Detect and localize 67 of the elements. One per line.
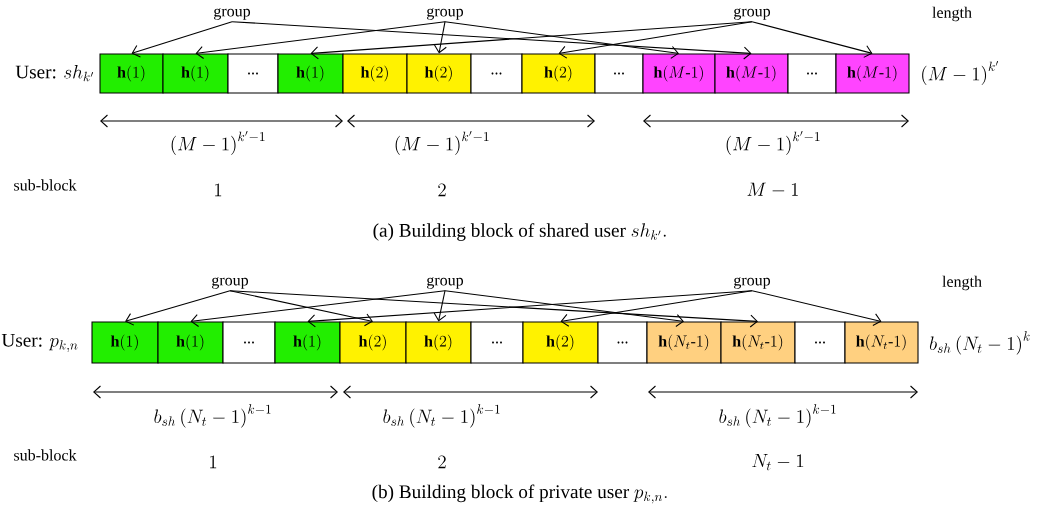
column-heading: length xyxy=(942,275,982,291)
block-cell: ... xyxy=(227,53,279,94)
block-cell: ... xyxy=(794,321,846,364)
block-cell: $\mathbf{h}(N_t\mbox{-}1)$ xyxy=(646,321,722,364)
arrow xyxy=(560,290,753,327)
sub-block-number: $M-1$ xyxy=(747,182,798,196)
block-cell: $\mathbf{h}(M\mbox{-}1)$ xyxy=(835,53,910,94)
sub-block-number: $1$ xyxy=(215,183,222,197)
arrow xyxy=(444,290,684,327)
group-label: group xyxy=(212,277,249,289)
group-label: group xyxy=(214,8,251,20)
block-cell: $\mathbf{h}(N_t\mbox{-}1)$ xyxy=(720,321,796,364)
arrow xyxy=(229,290,373,327)
arrow xyxy=(433,21,447,54)
user-label: $\mbox{User: }p_{k,n}$ xyxy=(1,333,78,352)
block-cell: $\mathbf{h}(2)$ xyxy=(521,53,596,94)
arrow xyxy=(190,290,446,328)
dimension-label: $\left(M-1\right)^{k'-1}$ xyxy=(726,130,820,156)
block-cell: ... xyxy=(594,53,644,94)
arrow xyxy=(751,21,873,58)
arrow xyxy=(195,21,446,59)
block-cell: ... xyxy=(597,321,648,364)
group-label: group xyxy=(734,277,771,289)
block-cell: $\mathbf{h}(M\mbox{-}1)$ xyxy=(642,53,716,94)
block-cell: $\mathbf{h}(2)$ xyxy=(405,321,472,364)
sub-block-number: $2$ xyxy=(438,455,446,469)
arrow xyxy=(558,21,753,59)
block-cell: $\mathbf{h}(2)$ xyxy=(522,321,599,364)
arrow xyxy=(433,290,447,322)
dimension-label: $b_{sh}\left(N_t-1\right)^{k-1}$ xyxy=(719,404,836,428)
block-cell: $\mathbf{h}(1)$ xyxy=(274,321,341,364)
dimension-label: $\left(M-1\right)^{k'-1}$ xyxy=(171,130,265,156)
arrow xyxy=(231,21,752,60)
block-cell: $\mathbf{h}(1)$ xyxy=(162,53,229,94)
sub-block-number: $N_t-1$ xyxy=(752,454,804,471)
group-label: group xyxy=(427,277,464,289)
length-formula: $\left(M-1\right)^{k'}$ xyxy=(922,60,999,86)
block-cell: $\mathbf{h}(N_t\mbox{-}1)$ xyxy=(844,321,919,364)
block-cell: $\mathbf{h}(2)$ xyxy=(406,53,472,94)
block-cell: $\mathbf{h}(1)$ xyxy=(99,53,164,94)
block-cell: $\mathbf{h}(2)$ xyxy=(342,53,408,94)
block-cell: ... xyxy=(470,53,523,94)
block-cell: ... xyxy=(470,321,524,364)
arrow xyxy=(229,290,758,328)
block-cell: $\mathbf{h}(M\mbox{-}1)$ xyxy=(714,53,789,94)
dimension-label: $b_{sh}\left(N_t-1\right)^{k-1}$ xyxy=(154,404,271,428)
row-heading: sub-block xyxy=(14,179,77,191)
caption: $\mbox{(b) Building block of private user }p_{k,n}.$ xyxy=(372,484,667,504)
sub-block-number: $1$ xyxy=(210,455,217,469)
dimension-label: $\left(M-1\right)^{k'-1}$ xyxy=(395,130,489,156)
block-cell: $\mathbf{h}(2)$ xyxy=(339,321,407,364)
block-cell: $\mathbf{h}(1)$ xyxy=(91,321,159,364)
row-heading: sub-block xyxy=(14,449,77,461)
arrow xyxy=(751,290,882,327)
dimension-label: $b_{sh}\left(N_t-1\right)^{k-1}$ xyxy=(383,404,500,428)
block-cell: $\mathbf{h}(1)$ xyxy=(277,53,344,94)
group-label: group xyxy=(427,8,464,20)
block-cell: ... xyxy=(787,53,837,94)
arrow xyxy=(444,21,679,59)
column-heading: length xyxy=(932,6,972,22)
block-cell: ... xyxy=(222,321,276,364)
caption: $\mbox{(a) Building block of shared user }sh_{k'}.$ xyxy=(373,223,666,241)
arrow xyxy=(125,290,231,326)
block-cell: $\mathbf{h}(1)$ xyxy=(157,321,224,364)
sub-block-number: $2$ xyxy=(438,183,446,197)
arrow xyxy=(131,21,233,58)
group-label: group xyxy=(734,8,771,20)
